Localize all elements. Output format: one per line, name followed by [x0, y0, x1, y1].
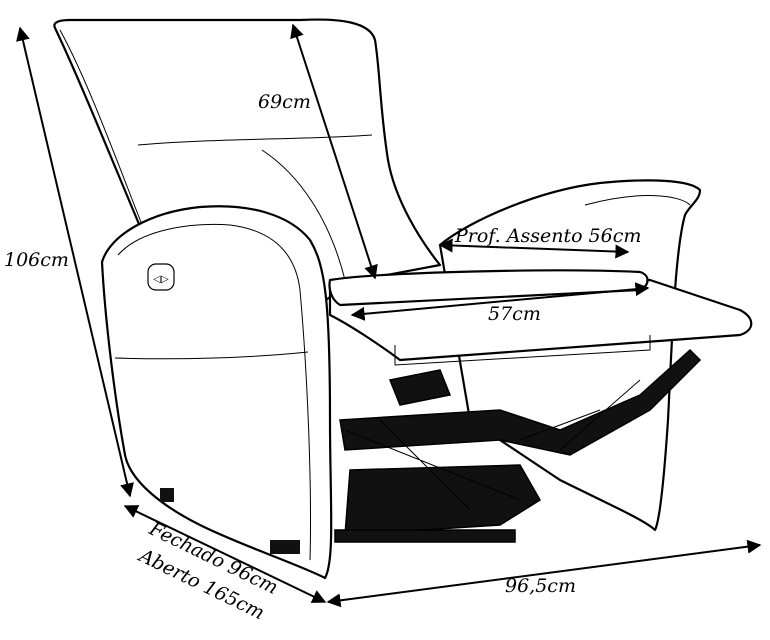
footrest-front — [394, 335, 651, 366]
foot-front-right — [270, 540, 300, 554]
height-label: 106cm — [4, 249, 69, 271]
height-dimension-line — [16, 26, 134, 498]
left-armrest — [100, 205, 333, 580]
svg-text:◁▷: ◁▷ — [153, 274, 169, 285]
backrest-dimension-line — [290, 23, 378, 280]
left-panel-seam — [114, 351, 309, 360]
width-dimension-line — [326, 539, 762, 608]
recline-mechanism — [334, 348, 702, 543]
depth-dimension-line — [123, 505, 327, 603]
seat-depth-label: Prof. Assento 56cm — [454, 225, 641, 247]
recline-button-icon[interactable] — [147, 263, 175, 291]
seat-width-dimension-line — [350, 282, 650, 321]
backrest-label: 69cm — [258, 91, 311, 113]
seat-width-label: 57cm — [488, 303, 541, 325]
foot-front-left — [160, 488, 174, 502]
seat-depth-dimension-line — [438, 238, 630, 259]
width-label: 96,5cm — [505, 575, 576, 597]
right-armrest-seam — [584, 195, 691, 206]
